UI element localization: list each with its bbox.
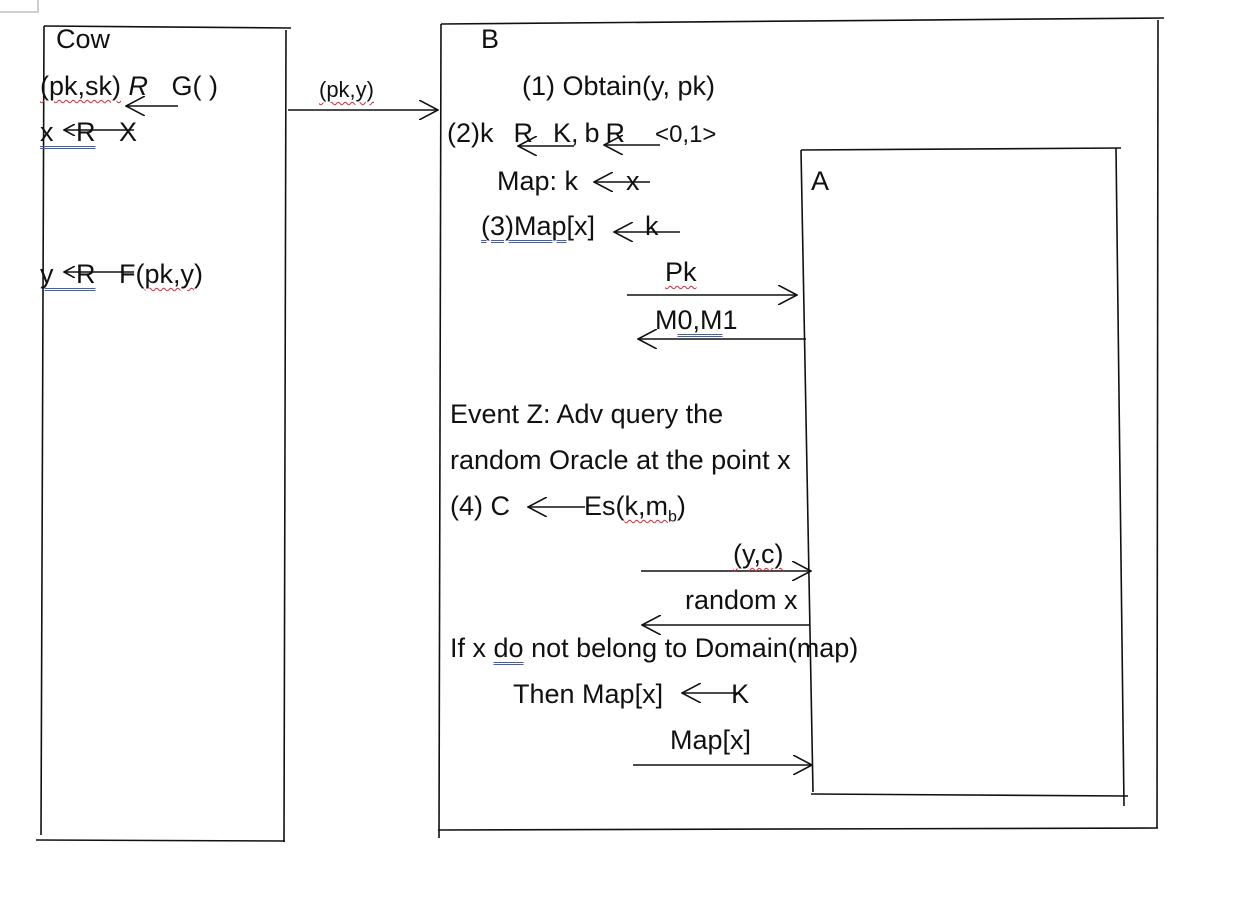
compute-y-left: y R: [40, 259, 96, 289]
keygen-r: R: [128, 71, 149, 101]
cow-sample-x-line: x R X: [40, 116, 137, 148]
sample-x-left: x R: [40, 117, 96, 147]
b-step3: (3)Map[x]k: [481, 211, 659, 241]
keypair-label: (pk,sk): [40, 71, 121, 101]
msg-pk-label: Pk: [665, 257, 697, 287]
b-step1: (1) Obtain(y, pk): [522, 71, 716, 101]
msg-pk-y-label: (pk,y): [319, 77, 374, 102]
msg-yc-label: (y,c): [733, 539, 784, 569]
msg-m0m1-label: M0,M1: [655, 305, 738, 335]
b-event-line1: Event Z: Adv query the: [450, 399, 724, 429]
b-event-line2: random Oracle at the point x: [450, 445, 791, 475]
b-box: [437, 17, 1165, 839]
cow-box-title: Cow: [56, 24, 111, 54]
corner-fragment: [0, 0, 39, 13]
a-box-title: A: [811, 166, 830, 196]
msg-map-x-label: Map[x]: [670, 725, 752, 755]
compute-y-f: F(pk,y): [119, 259, 204, 289]
b-box-title: B: [481, 24, 500, 54]
cow-box: [35, 25, 292, 843]
msg-random-x-label: random x: [685, 585, 798, 615]
keygen-g: G( ): [171, 71, 219, 101]
b-cond-line: If x do not belong to Domain(map): [450, 633, 859, 663]
cow-compute-y-line: y R F(pk,y): [40, 258, 203, 290]
a-box: [800, 147, 1129, 807]
sample-x-set: X: [119, 117, 138, 147]
b-then-line: Then Map[x]K: [513, 679, 750, 709]
cow-keygen-line: (pk,sk) R G( ): [40, 70, 218, 102]
step4-args: k,mb: [624, 491, 677, 526]
